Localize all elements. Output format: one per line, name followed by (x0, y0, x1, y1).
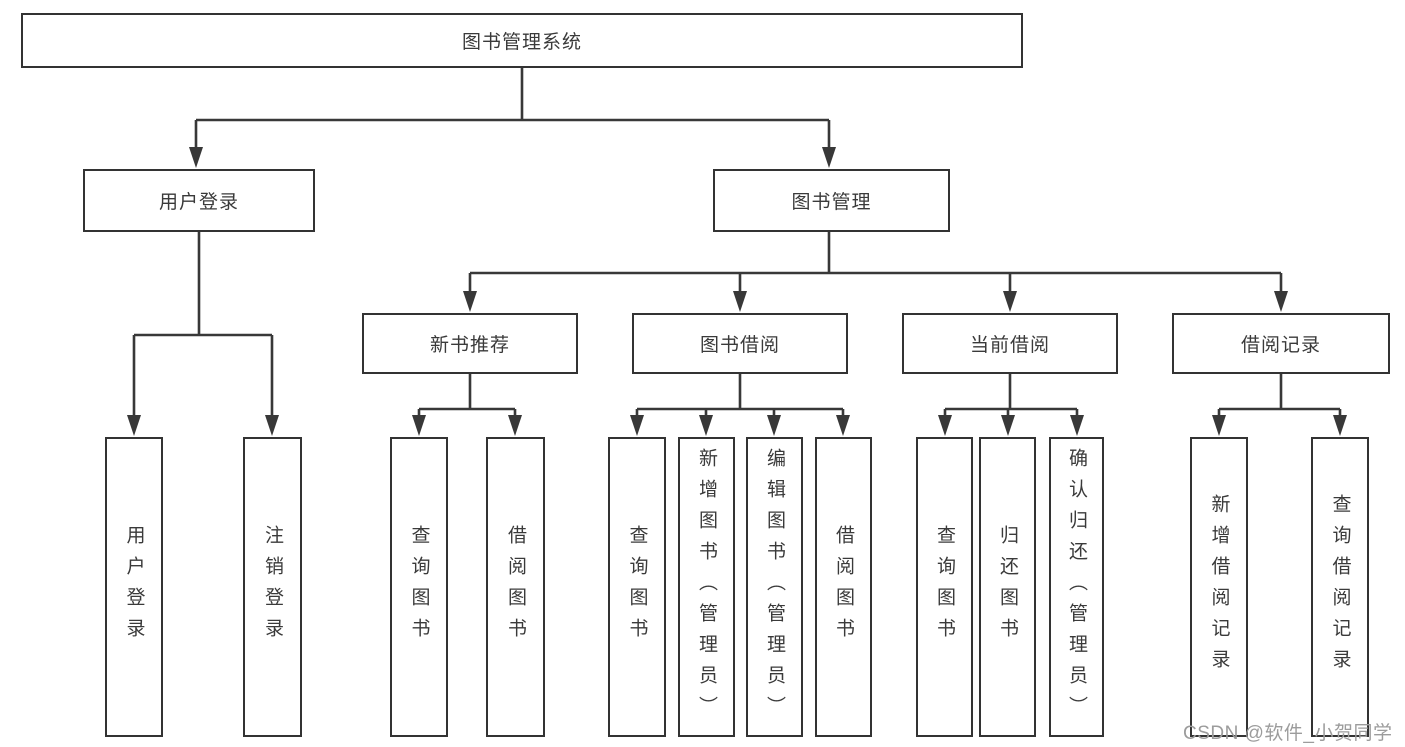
node-new-book-recommend: 新书推荐 (362, 313, 578, 374)
node-label: 查询图书 (934, 525, 955, 649)
node-label: 借阅图书 (833, 525, 854, 649)
node-query-books-current: 查询图书 (916, 437, 973, 737)
node-label: 图书管理系统 (461, 32, 582, 53)
node-query-books-recommend: 查询图书 (390, 437, 448, 737)
arrowhead (1001, 415, 1015, 436)
node-label: 借阅记录 (1240, 335, 1321, 356)
arrowhead (1333, 415, 1347, 436)
arrowhead (767, 415, 781, 436)
arrowhead (412, 415, 426, 436)
node-borrow-records: 借阅记录 (1172, 313, 1390, 374)
node-book-management: 图书管理 (713, 169, 950, 232)
arrowhead (1003, 291, 1017, 312)
arrowhead (189, 147, 203, 168)
arrowhead (630, 415, 644, 436)
arrowhead (938, 415, 952, 436)
node-label: 新书推荐 (429, 335, 510, 356)
node-borrow-books-leaf: 借阅图书 (815, 437, 872, 737)
node-label: 借阅图书 (505, 525, 526, 649)
arrowhead (822, 147, 836, 168)
node-label: 编辑图书（管理员） (764, 447, 785, 727)
node-library-system: 图书管理系统 (21, 13, 1023, 68)
node-label: 图书管理 (791, 192, 872, 213)
node-label: 归还图书 (997, 525, 1018, 649)
node-user-login-leaf: 用户登录 (105, 437, 163, 737)
connector (194, 68, 831, 149)
arrowhead (1212, 415, 1226, 436)
node-label: 新增借阅记录 (1208, 494, 1230, 680)
node-confirm-return-admin: 确认归还（管理员） (1049, 437, 1104, 737)
arrowhead (463, 291, 477, 312)
arrowhead (836, 415, 850, 436)
node-label: 查询图书 (408, 525, 430, 649)
node-user-login-branch: 用户登录 (83, 169, 315, 232)
arrowhead (1274, 291, 1288, 312)
node-return-book: 归还图书 (979, 437, 1036, 737)
connector (132, 232, 274, 417)
node-add-book-admin: 新增图书（管理员） (678, 437, 735, 737)
watermark: CSDN @软件_小贺同学 (1183, 723, 1393, 744)
connector (468, 232, 1283, 294)
node-label: 确认归还（管理员） (1066, 447, 1087, 727)
connector (1217, 374, 1342, 419)
node-label: 用户登录 (158, 192, 239, 213)
node-label: 新增图书（管理员） (696, 447, 717, 727)
arrowhead (733, 291, 747, 312)
arrowhead (265, 415, 279, 436)
node-label: 图书借阅 (699, 335, 780, 356)
node-label: 查询借阅记录 (1329, 494, 1351, 680)
connector (635, 374, 845, 419)
node-current-borrow: 当前借阅 (902, 313, 1118, 374)
connector (943, 374, 1079, 419)
node-label: 注销登录 (262, 525, 283, 649)
node-book-borrow: 图书借阅 (632, 313, 848, 374)
node-query-books-borrow: 查询图书 (608, 437, 666, 737)
node-edit-book-admin: 编辑图书（管理员） (746, 437, 803, 737)
node-label: 用户登录 (123, 525, 145, 649)
node-borrow-books-recommend: 借阅图书 (486, 437, 545, 737)
node-label: 当前借阅 (969, 335, 1050, 356)
node-add-borrow-record: 新增借阅记录 (1190, 437, 1248, 737)
arrowhead (508, 415, 522, 436)
arrowhead (127, 415, 141, 436)
arrowhead (699, 415, 713, 436)
node-logout: 注销登录 (243, 437, 302, 737)
connector (417, 374, 517, 419)
node-label: 查询图书 (626, 525, 648, 649)
arrowhead (1070, 415, 1084, 436)
node-query-borrow-record: 查询借阅记录 (1311, 437, 1369, 737)
